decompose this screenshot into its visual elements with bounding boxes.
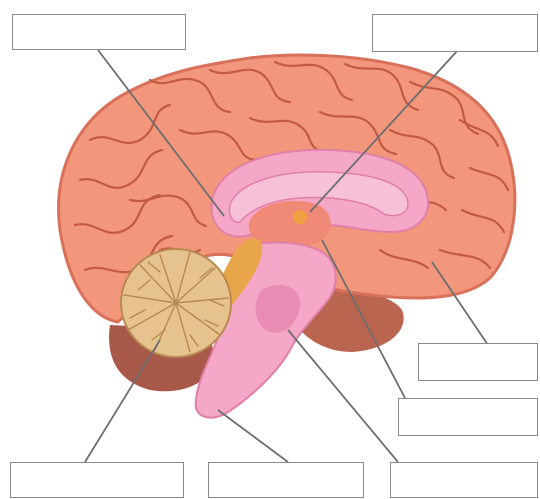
label-box-top-right[interactable]: [372, 14, 538, 52]
pineal-highlight: [293, 210, 307, 224]
label-box-bottom-right[interactable]: [390, 462, 538, 498]
label-box-top-left[interactable]: [12, 14, 186, 50]
cerebellum: [121, 249, 231, 357]
leader-line-bottom-middle: [218, 410, 288, 462]
label-box-bottom-left[interactable]: [10, 462, 184, 498]
label-box-right-middle[interactable]: [418, 343, 538, 381]
label-box-bottom-middle[interactable]: [208, 462, 364, 498]
label-box-right-lower[interactable]: [398, 398, 538, 436]
